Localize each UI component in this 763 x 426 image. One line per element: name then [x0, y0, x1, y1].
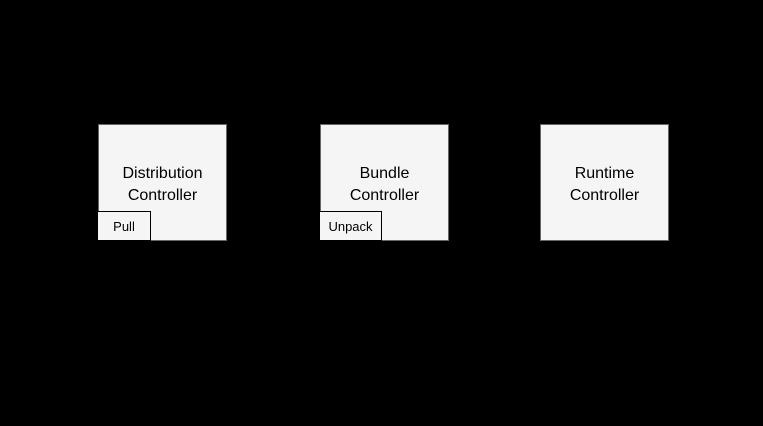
node-bundle-controller-label: Bundle Controller [349, 164, 420, 204]
node-runtime-controller-label: Runtime Controller [569, 164, 640, 204]
badge-unpack: Unpack [319, 211, 382, 241]
node-bundle-controller: Bundle Controller Unpack [319, 124, 449, 241]
node-distribution-controller: Distribution Controller Pull [97, 124, 227, 241]
node-runtime-controller: Runtime Controller [540, 124, 669, 241]
badge-pull: Pull [97, 211, 151, 241]
badge-unpack-label: Unpack [328, 218, 373, 234]
node-distribution-controller-label: Distribution Controller [122, 164, 203, 204]
badge-pull-label: Pull [113, 218, 135, 234]
